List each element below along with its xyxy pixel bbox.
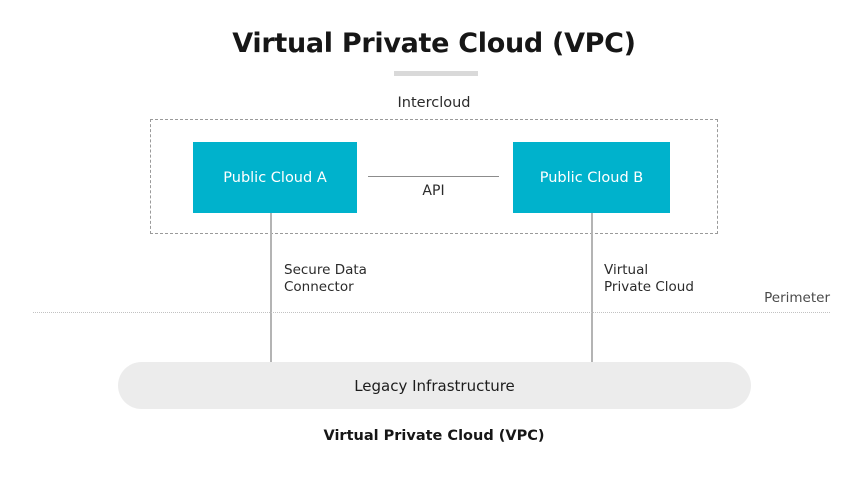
title-underline-rule: [394, 71, 478, 76]
virtual-private-cloud-connector-line: [591, 213, 593, 362]
intercloud-label: Intercloud: [397, 95, 471, 111]
virtual-private-cloud-connector-label: Virtual Private Cloud: [604, 262, 694, 295]
node-public-cloud-a: Public Cloud A: [193, 142, 357, 213]
node-legacy-infrastructure: Legacy Infrastructure: [118, 362, 751, 409]
node-public-cloud-a-label: Public Cloud A: [223, 169, 327, 186]
page-title: Virtual Private Cloud (VPC): [232, 28, 636, 59]
node-public-cloud-b: Public Cloud B: [513, 142, 670, 213]
api-connector-line: [368, 176, 499, 177]
perimeter-boundary-line: [33, 312, 830, 313]
perimeter-label: Perimeter: [764, 290, 830, 306]
node-legacy-infrastructure-label: Legacy Infrastructure: [354, 376, 515, 395]
diagram-caption: Virtual Private Cloud (VPC): [323, 428, 545, 444]
secure-data-connector-label: Secure Data Connector: [284, 262, 367, 295]
node-public-cloud-b-label: Public Cloud B: [539, 169, 644, 186]
intercloud-boundary: [150, 119, 718, 234]
api-connector-label: API: [422, 183, 445, 199]
secure-data-connector-line: [270, 213, 272, 362]
